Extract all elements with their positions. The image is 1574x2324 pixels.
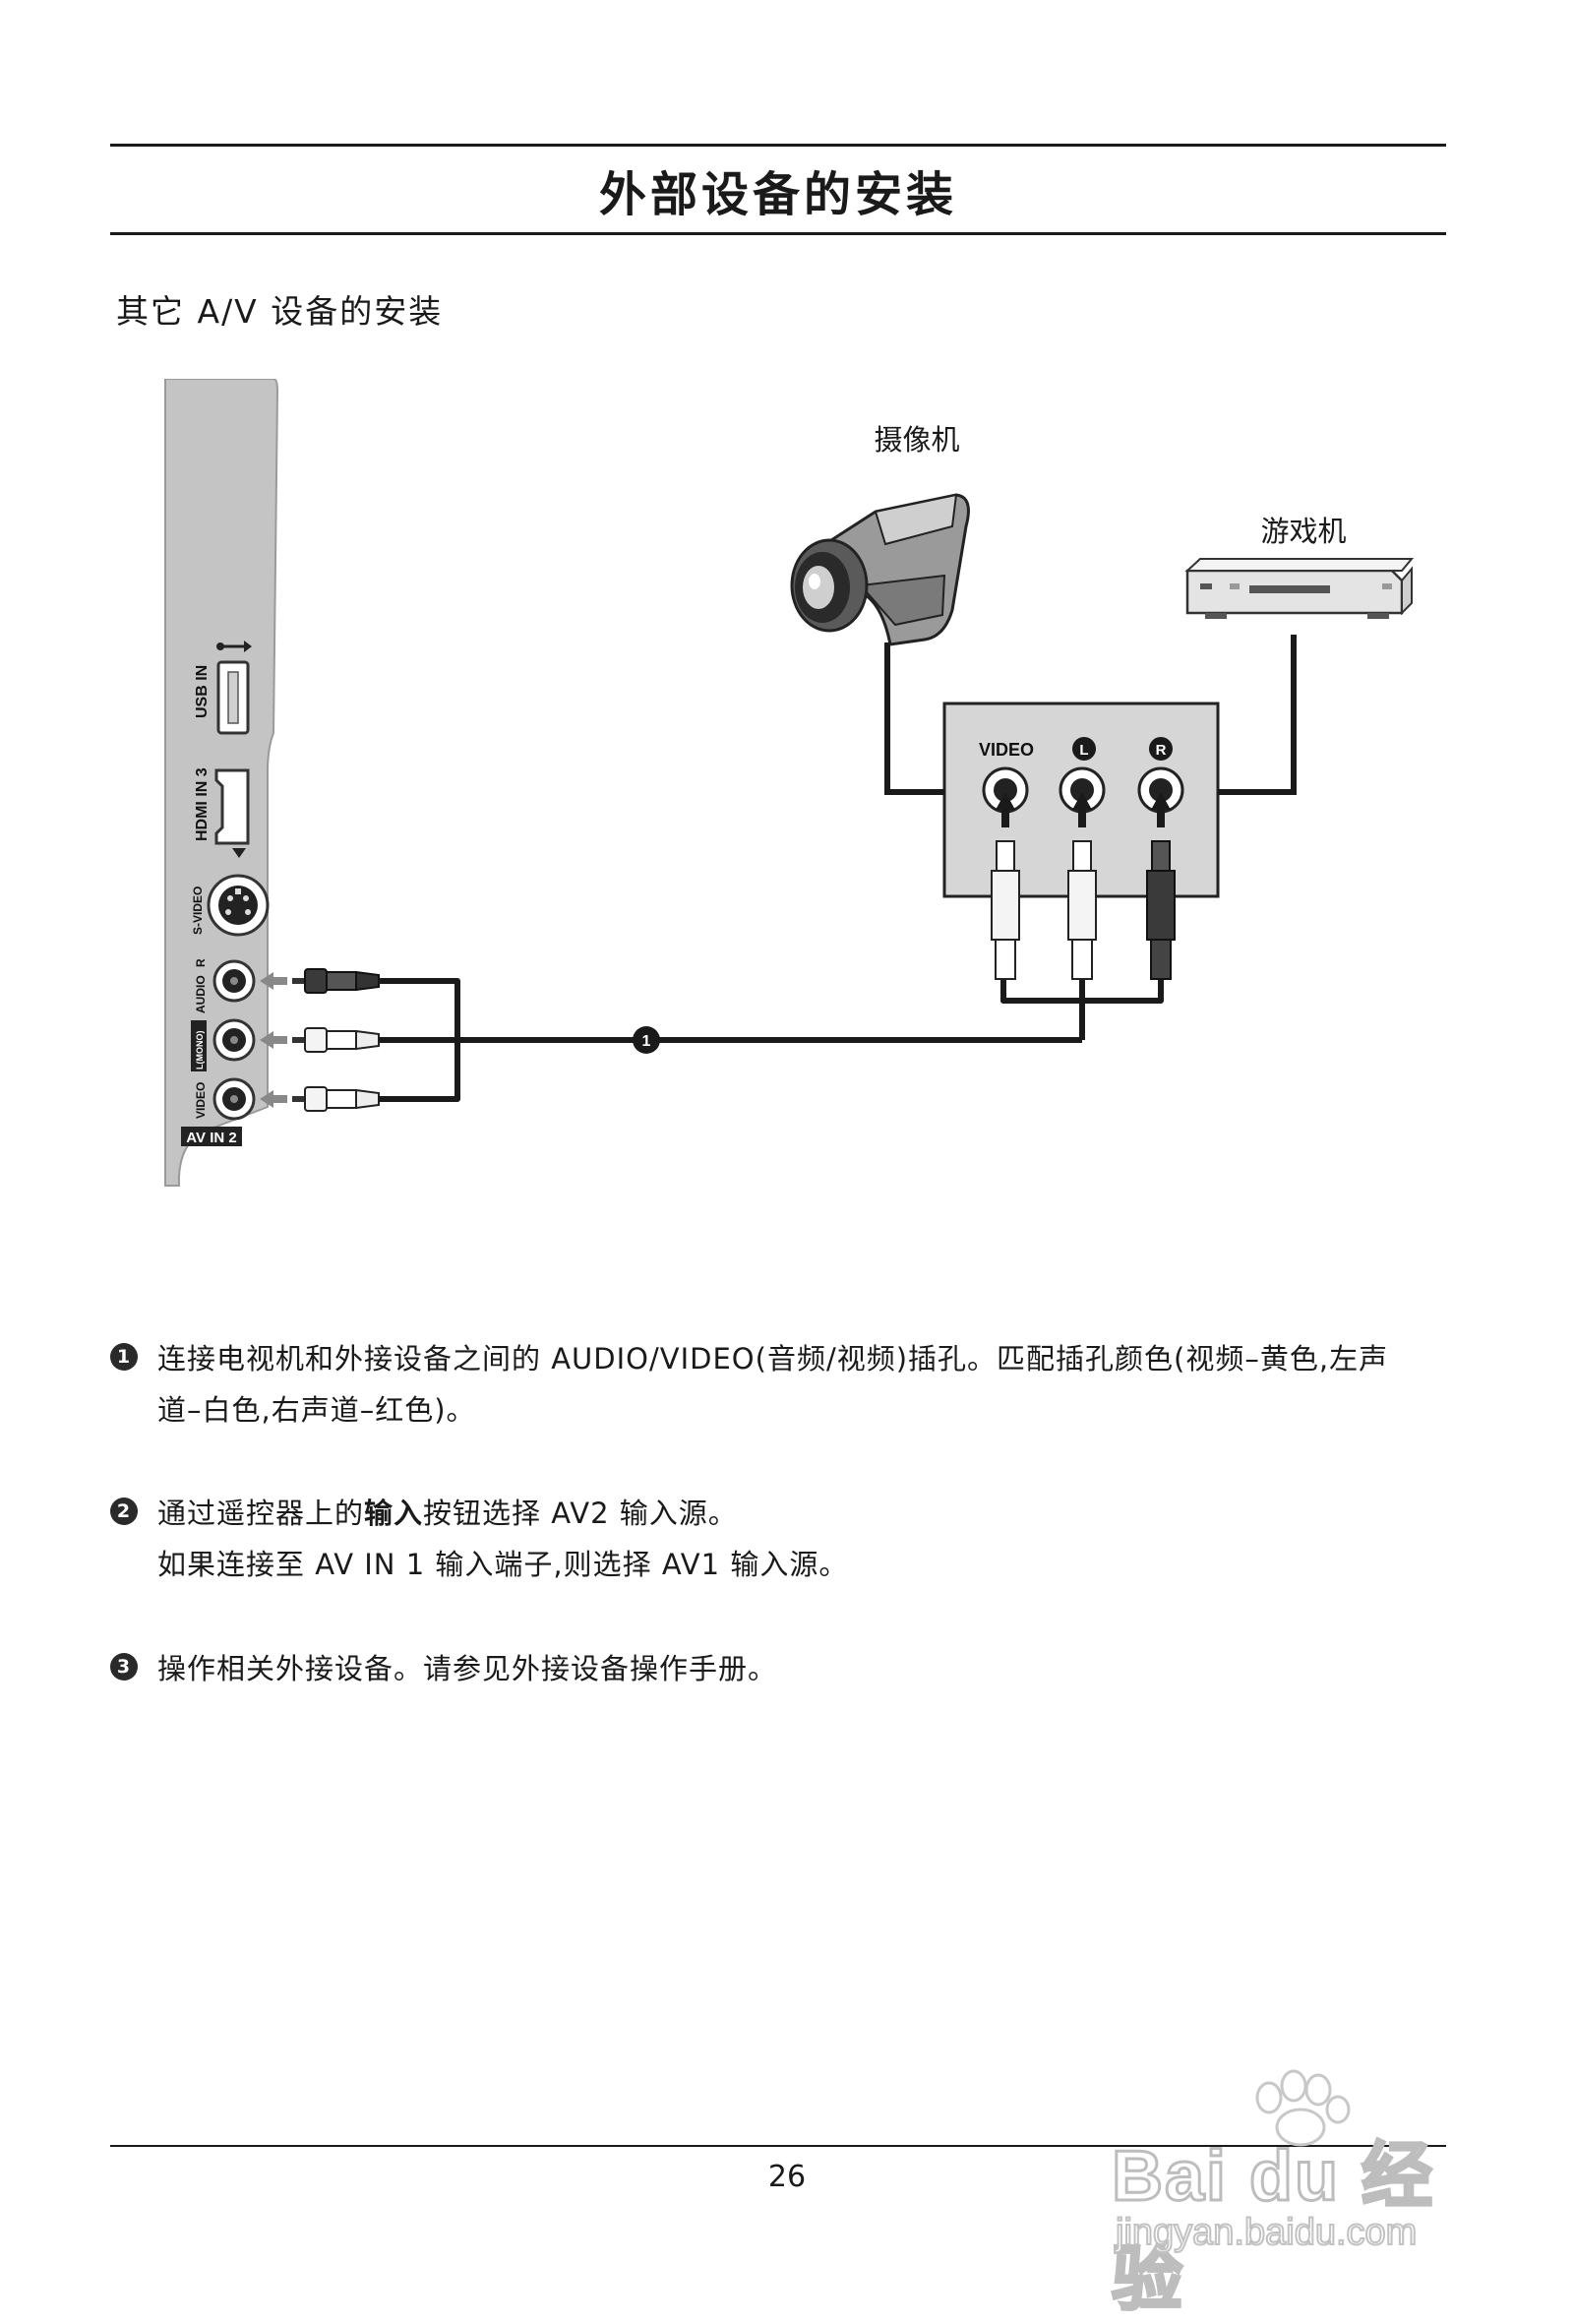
panel-plug-audio-l: [1067, 840, 1097, 980]
step-number-badge: 1: [110, 1343, 138, 1371]
cable-number: 1: [642, 1033, 651, 1050]
hdmi-port[interactable]: [214, 768, 250, 858]
av-in-badge: [181, 1127, 242, 1146]
svideo-label: S-VIDEO: [191, 887, 205, 935]
camcorder-illustration: [790, 493, 970, 646]
jack-panel-r-mark: R: [1156, 742, 1167, 759]
console-label: 游戏机: [1260, 515, 1346, 548]
audio-r-mark: R: [194, 958, 208, 967]
camcorder-label: 摄像机: [874, 423, 959, 457]
step-3: 3 操作相关外接设备。请参见外接设备操作手册。: [110, 1643, 1458, 1694]
baidu-watermark: Bai du 经验 jingyan.baidu.com: [1111, 2069, 1505, 2321]
av-in-label: AV IN 2: [186, 1130, 236, 1146]
panel-plug-audio-r: [1146, 840, 1176, 980]
panel-plug-video: [991, 840, 1020, 980]
audio-r-jack[interactable]: [212, 959, 256, 1003]
jack-panel-l-mark: L: [1079, 742, 1088, 759]
cable-number-badge: [633, 1026, 660, 1054]
console-cable: [1218, 635, 1297, 795]
page-number: 26: [767, 2160, 807, 2194]
step-number-badge: 3: [110, 1653, 138, 1681]
camcorder-cable: [884, 642, 944, 795]
step-1-line-2: 道–白色,右声道–红色)。: [157, 1393, 476, 1427]
audio-l-jack[interactable]: [212, 1018, 256, 1062]
av-cable: [379, 978, 1164, 1102]
top-rule: [110, 144, 1446, 147]
tv-plug-audio-l: [292, 1027, 380, 1053]
hdmi-label: HDMI IN 3: [194, 767, 211, 841]
usb-icon: [216, 641, 252, 652]
panel-insert-arrows: [996, 792, 1171, 827]
usb-port[interactable]: [216, 660, 250, 735]
step-2: 2 通过遥控器上的输入按钮选择 AV2 输入源。 如果连接至 AV IN 1 输…: [110, 1488, 1458, 1590]
audio-l-mono-mark: L(MONO): [195, 1031, 205, 1070]
page-title: 外部设备的安装: [598, 167, 957, 222]
audio-l-mark-box: [191, 1020, 207, 1071]
video-label-tv: VIDEO: [194, 1082, 208, 1119]
panel-video-jack[interactable]: [982, 766, 1029, 814]
usb-label: USB IN: [194, 665, 211, 718]
step-2-prefix: 通过遥控器上的: [157, 1497, 365, 1530]
video-jack[interactable]: [212, 1077, 256, 1121]
step-number-badge: 2: [110, 1498, 138, 1525]
l-mark-badge: [1072, 737, 1096, 761]
step-2-line-1: 通过遥控器上的输入按钮选择 AV2 输入源。: [157, 1488, 1458, 1539]
panel-audio-l-jack[interactable]: [1059, 766, 1106, 814]
tv-plug-audio-r: [292, 968, 380, 994]
audio-label: AUDIO: [194, 975, 208, 1013]
panel-audio-r-jack[interactable]: [1137, 766, 1184, 814]
footer-rule: [110, 2145, 1446, 2147]
step-3-line-1: 操作相关外接设备。请参见外接设备操作手册。: [157, 1652, 778, 1685]
jack-panel-video-label: VIDEO: [979, 740, 1034, 760]
insert-arrows: [260, 972, 287, 1108]
step-2-line-2: 如果连接至 AV IN 1 输入端子,则选择 AV1 输入源。: [157, 1548, 849, 1581]
r-mark-badge: [1149, 737, 1173, 761]
step-2-suffix: 按钮选择 AV2 输入源。: [423, 1497, 738, 1530]
connection-diagram: USB IN HDMI IN 3 S-VIDEO R AUDIO L(MONO)…: [164, 379, 1415, 1187]
section-subtitle: 其它 A/V 设备的安装: [116, 292, 444, 331]
title-underline: [110, 232, 1446, 235]
console-illustration: [1184, 558, 1415, 619]
step-1: 1 连接电视机和外接设备之间的 AUDIO/VIDEO(音频/视频)插孔。匹配插…: [110, 1333, 1458, 1436]
input-button-name: 输入: [364, 1497, 424, 1530]
paw-icon: [1255, 2069, 1351, 2147]
tv-plug-video: [292, 1086, 380, 1112]
watermark-url: jingyan.baidu.com: [1115, 2211, 1418, 2254]
svideo-port[interactable]: [207, 874, 270, 937]
step-1-line-1: 连接电视机和外接设备之间的 AUDIO/VIDEO(音频/视频)插孔。匹配插孔颜…: [157, 1342, 1389, 1376]
